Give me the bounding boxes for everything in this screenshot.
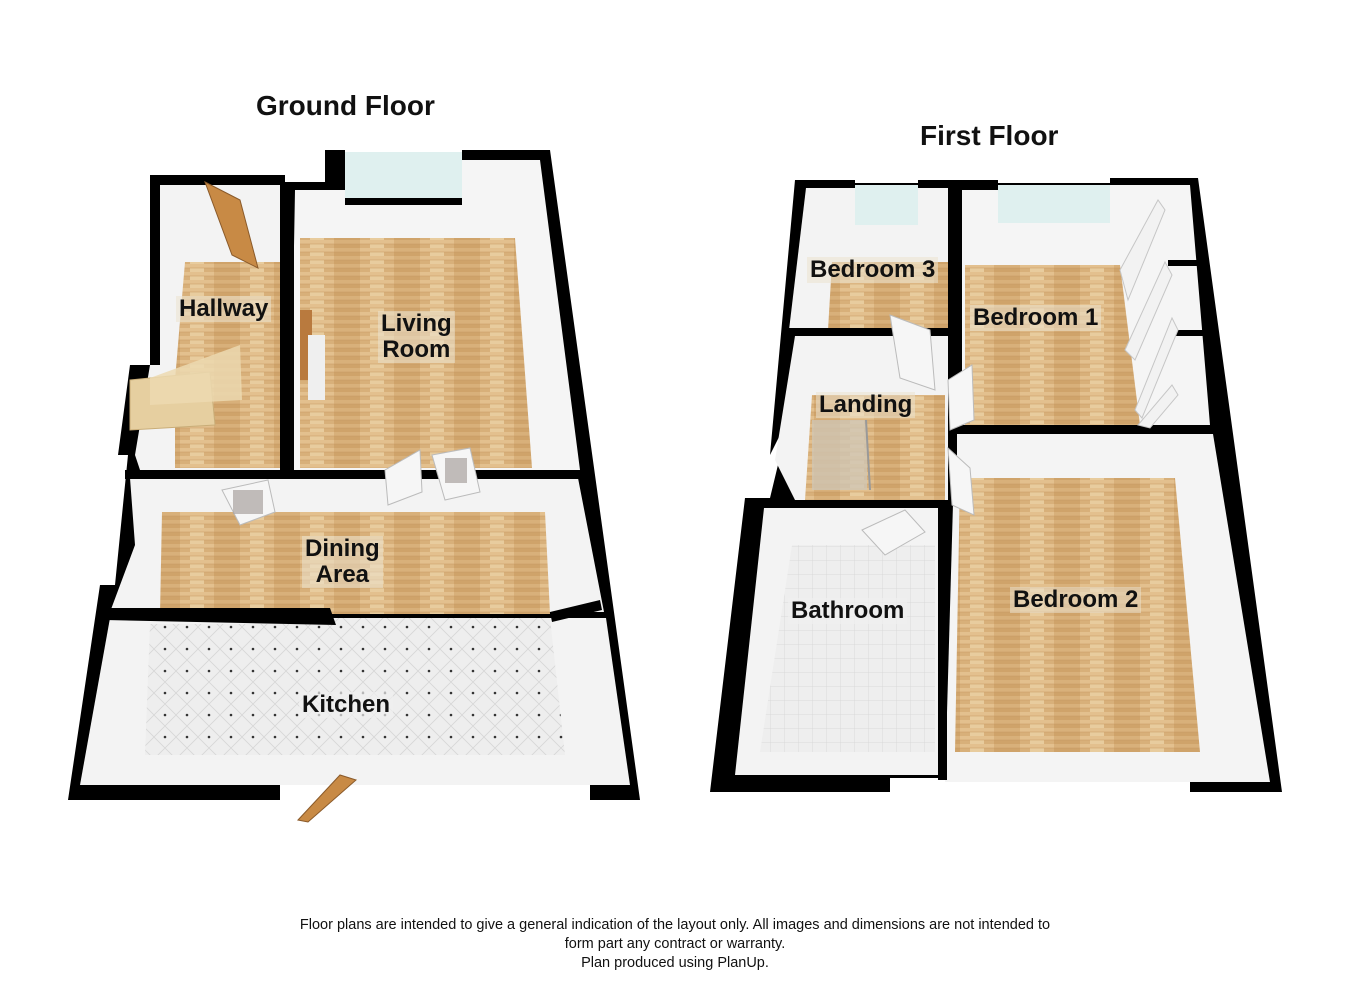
dining-area-line1: Dining: [305, 535, 380, 562]
first-floor-plan: [710, 178, 1282, 792]
disclaimer-line-2: form part any contract or warranty.: [564, 936, 786, 952]
room-label-living-room: Living Room: [378, 311, 455, 363]
room-label-landing: Landing: [816, 392, 916, 418]
room-label-kitchen: Kitchen: [299, 692, 394, 718]
room-label-bathroom: Bathroom: [788, 598, 908, 624]
disclaimer: Floor plans are intended to give a gener…: [0, 916, 1350, 973]
room-label-bedroom-3: Bedroom 3: [807, 257, 939, 283]
dining-area-line2: Area: [315, 561, 370, 588]
room-label-dining-area: Dining Area: [302, 536, 383, 588]
room-label-bedroom-1: Bedroom 1: [970, 305, 1102, 331]
living-room-line1: Living: [381, 310, 452, 337]
room-label-hallway: Hallway: [176, 296, 272, 322]
first-floor-title: First Floor: [920, 120, 1059, 151]
room-label-bedroom-2: Bedroom 2: [1010, 587, 1142, 613]
disclaimer-line-3: Plan produced using PlanUp.: [581, 955, 769, 971]
disclaimer-line-1: Floor plans are intended to give a gener…: [299, 917, 1051, 933]
living-room-line2: Room: [382, 336, 451, 363]
ground-floor-title: Ground Floor: [256, 90, 435, 121]
ground-floor-plan: [68, 150, 640, 823]
